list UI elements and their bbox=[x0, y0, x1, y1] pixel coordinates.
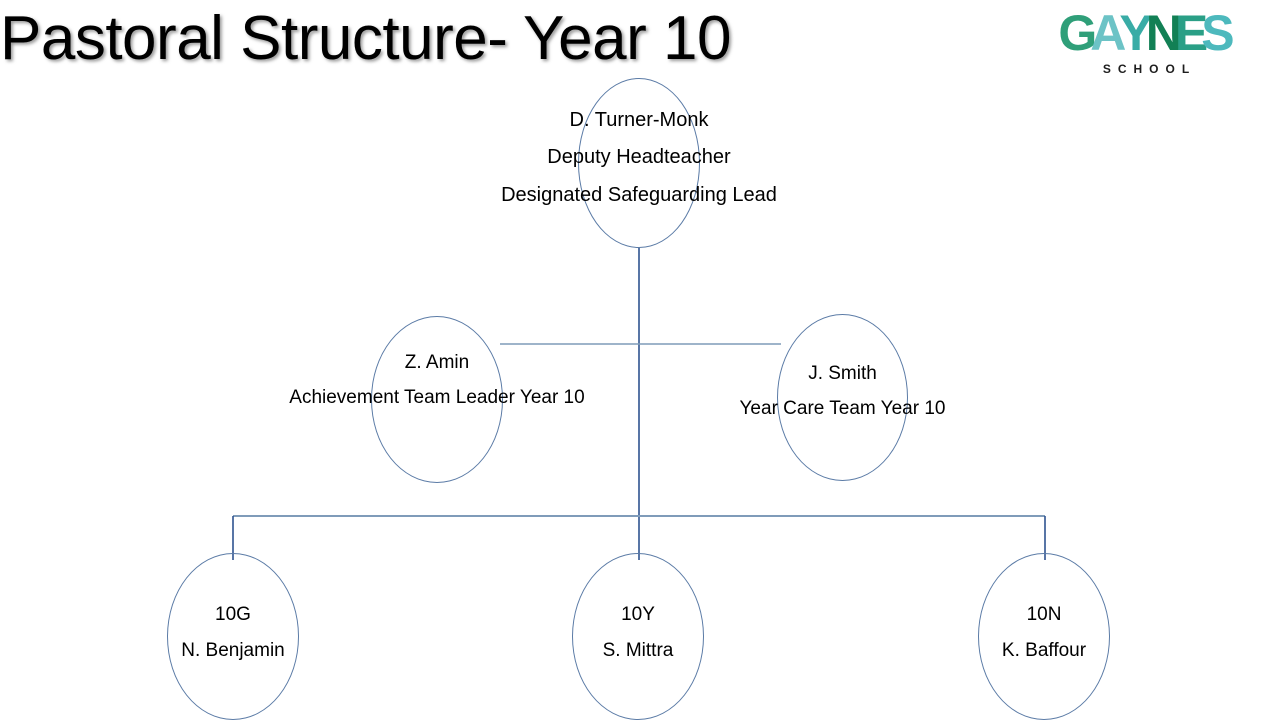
node-form-10y[interactable]: 10Y S. Mittra bbox=[572, 553, 704, 720]
node-top-text: D. Turner-Monk Deputy Headteacher Design… bbox=[429, 107, 849, 208]
node-mid-left-text: Z. Amin Achievement Team Leader Year 10 bbox=[282, 350, 592, 410]
page-title: Pastoral Structure- Year 10 bbox=[0, 4, 731, 73]
node-10n-line-2: K. Baffour bbox=[1001, 640, 1087, 662]
logo-letter-e: E bbox=[1174, 5, 1208, 61]
node-top-line-3: Designated Safeguarding Lead bbox=[501, 183, 777, 206]
node-form-10n[interactable]: 10N K. Baffour bbox=[978, 553, 1110, 720]
node-10y-line-1: 10Y bbox=[621, 604, 655, 625]
node-mid-left-line-1: Z. Amin bbox=[404, 352, 470, 373]
node-10n-text: 10N K. Baffour bbox=[914, 602, 1174, 663]
logo-letter-g: G bbox=[1058, 5, 1097, 61]
node-10g-line-1: 10G bbox=[215, 604, 251, 625]
node-form-10g[interactable]: 10G N. Benjamin bbox=[167, 553, 299, 720]
logo-letter-n: N bbox=[1145, 5, 1182, 61]
node-10y-line-2: S. Mittra bbox=[602, 640, 674, 662]
node-10n-line-1: 10N bbox=[1026, 604, 1062, 625]
node-deputy-headteacher[interactable]: D. Turner-Monk Deputy Headteacher Design… bbox=[501, 78, 777, 248]
node-year-care-team[interactable]: J. Smith Year Care Team Year 10 bbox=[740, 314, 946, 481]
logo-letter-s: S bbox=[1201, 5, 1234, 61]
node-10g-text: 10G N. Benjamin bbox=[103, 602, 363, 663]
logo-letter-y: Y bbox=[1119, 5, 1152, 61]
logo-letter-a: A bbox=[1090, 5, 1126, 61]
node-achievement-team-leader[interactable]: Z. Amin Achievement Team Leader Year 10 bbox=[289, 316, 585, 483]
node-10g-line-2: N. Benjamin bbox=[181, 640, 285, 662]
node-top-line-1: D. Turner-Monk bbox=[569, 109, 709, 131]
node-mid-left-line-2: Achievement Team Leader Year 10 bbox=[289, 387, 585, 409]
node-mid-right-line-1: J. Smith bbox=[808, 363, 877, 384]
node-10y-text: 10Y S. Mittra bbox=[508, 602, 768, 663]
node-mid-right-text: J. Smith Year Care Team Year 10 bbox=[693, 361, 993, 421]
logo-wordmark: GAYNES bbox=[1034, 8, 1258, 58]
node-top-line-2: Deputy Headteacher bbox=[547, 146, 731, 169]
school-logo: GAYNES SCHOOL bbox=[1034, 8, 1258, 80]
logo-subtitle: SCHOOL bbox=[1102, 62, 1197, 76]
node-mid-right-line-2: Year Care Team Year 10 bbox=[739, 398, 946, 420]
